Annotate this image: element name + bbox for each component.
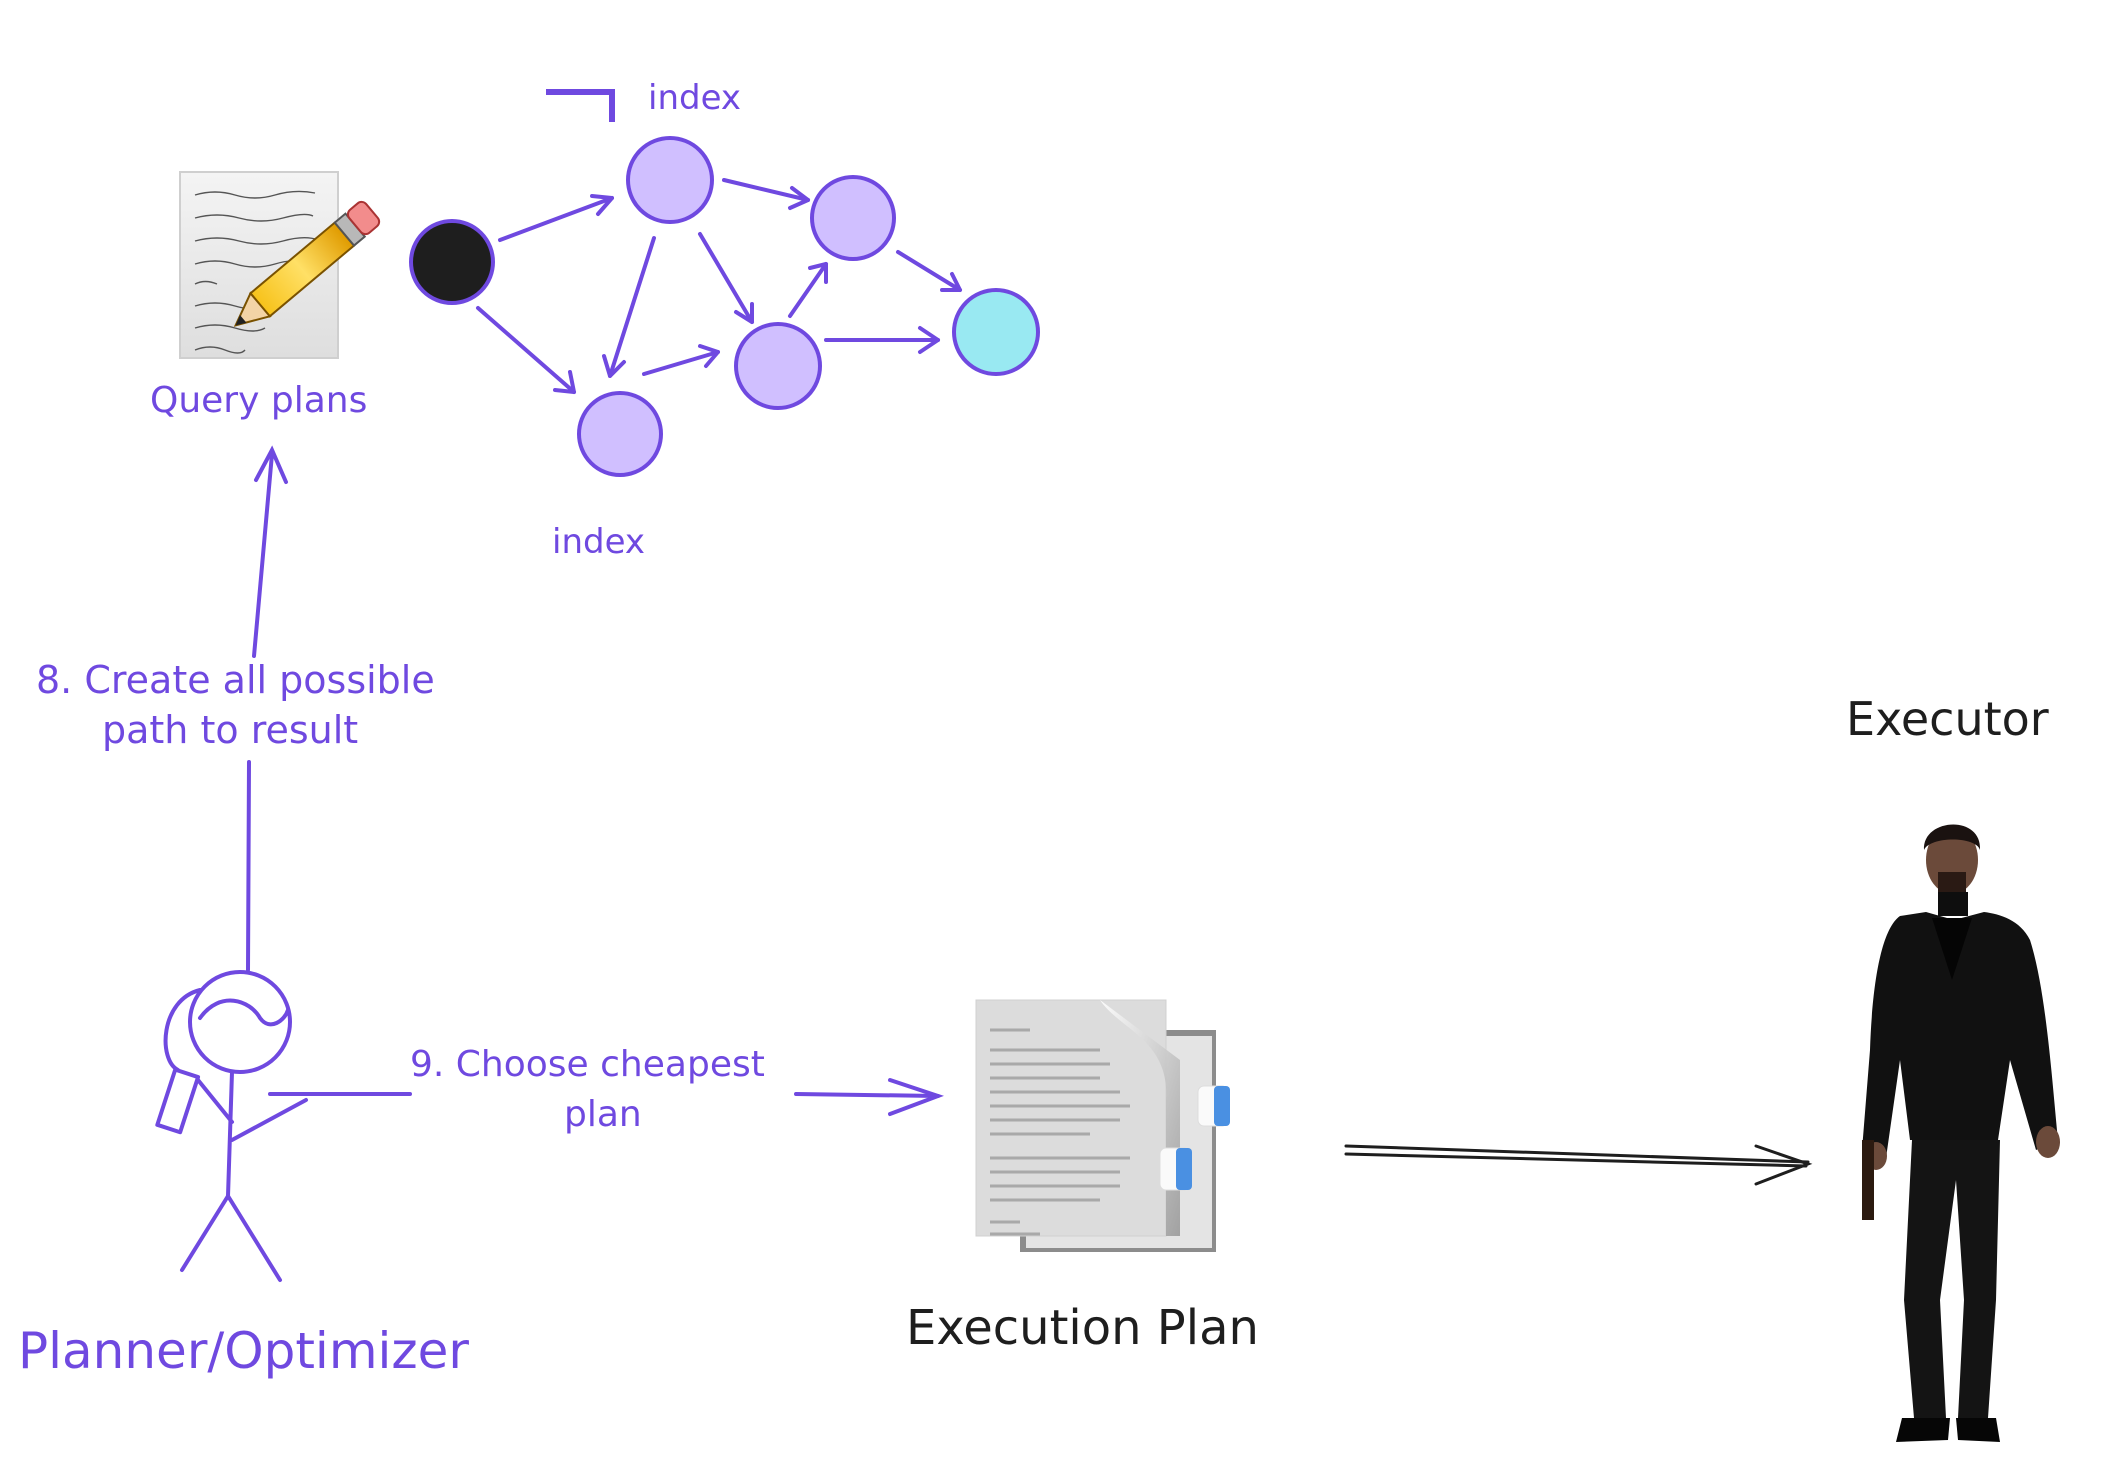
graph-node — [810, 175, 896, 261]
index-label-top: index — [648, 78, 742, 118]
executor-arrow — [1344, 1144, 1813, 1186]
step9-label-line2: plan — [564, 1094, 642, 1135]
person-in-suit-icon — [1862, 824, 2060, 1442]
step8-label-line1: 8. Create all possible — [36, 658, 435, 702]
index-label-bottom: index — [552, 522, 646, 562]
step8-label-line2: path to result — [102, 708, 359, 752]
graph-node — [577, 391, 663, 477]
notepad-pencil-icon — [179, 171, 381, 359]
executor-label: Executor — [1846, 692, 2049, 746]
query-plans-label: Query plans — [150, 380, 368, 421]
graph-node-end — [952, 288, 1040, 376]
execution-plan-label: Execution Plan — [906, 1300, 1259, 1356]
graph-nodes — [409, 136, 1040, 477]
graph-node — [626, 136, 714, 224]
index-bracket — [546, 89, 615, 122]
step9-arrow — [268, 1078, 944, 1116]
graph-node-start — [409, 219, 495, 305]
documents-icon — [975, 999, 1230, 1252]
step9-label-line1: 9. Choose cheapest — [410, 1044, 765, 1085]
graph-edges — [476, 178, 962, 394]
planner-label: Planner/Optimizer — [18, 1322, 469, 1380]
graph-node — [734, 322, 822, 410]
step8-arrow — [246, 445, 288, 972]
stick-figure-icon — [155, 970, 308, 1282]
